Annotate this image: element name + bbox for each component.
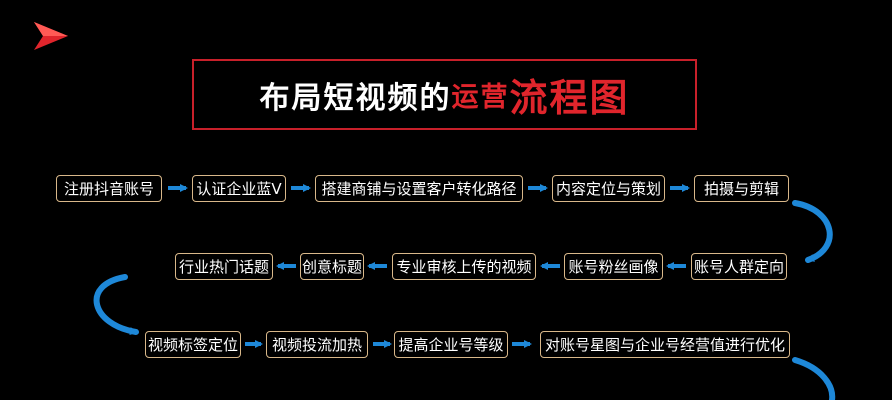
step-fan-profile: 账号粉丝画像 xyxy=(564,253,663,280)
title-part-2: 运营 xyxy=(451,82,510,113)
curve-left xyxy=(93,274,139,336)
step-video-tags: 视频标签定位 xyxy=(145,331,241,358)
curve-right-2 xyxy=(792,357,836,400)
step-content-planning: 内容定位与策划 xyxy=(552,175,665,202)
brand-logo-icon xyxy=(34,22,68,50)
step-build-shop: 搭建商铺与设置客户转化路径 xyxy=(315,175,523,202)
diagram-title: 布局短视频的 运营 流程图 xyxy=(192,59,697,130)
title-part-3: 流程图 xyxy=(509,76,630,120)
curve-right-1 xyxy=(792,200,833,263)
step-creative-title: 创意标题 xyxy=(300,253,364,280)
step-raise-level: 提高企业号等级 xyxy=(394,331,508,358)
step-verify-blue-v: 认证企业蓝V xyxy=(192,175,286,202)
step-trending-topics: 行业热门话题 xyxy=(175,253,273,280)
step-audience-targeting: 账号人群定向 xyxy=(691,253,787,280)
step-optimize-values: 对账号星图与企业号经营值进行优化 xyxy=(540,331,790,358)
step-shoot-edit: 拍摄与剪辑 xyxy=(694,175,789,202)
step-register-douyin: 注册抖音账号 xyxy=(56,175,162,202)
title-part-1: 布局短视频的 xyxy=(259,80,452,116)
step-video-review: 专业审核上传的视频 xyxy=(392,253,536,280)
step-video-promotion: 视频投流加热 xyxy=(266,331,368,358)
